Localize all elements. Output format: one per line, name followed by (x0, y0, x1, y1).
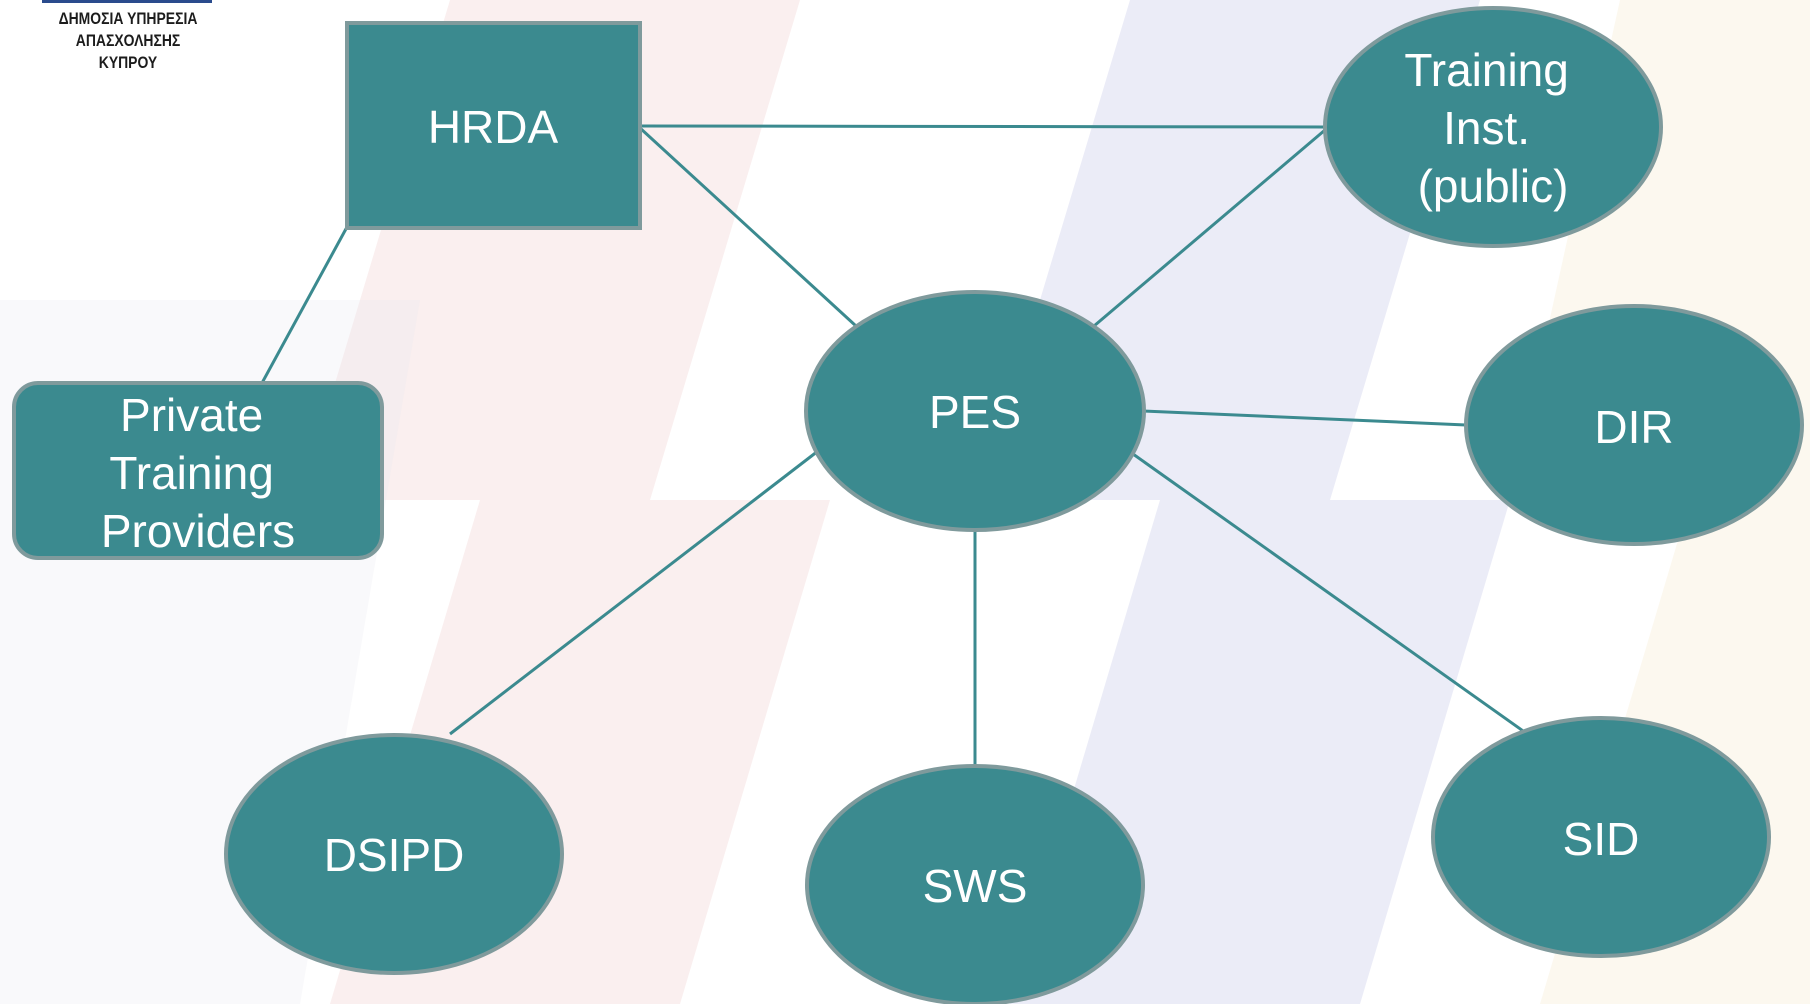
node-training-label: Training Inst. (public) (1404, 44, 1581, 212)
organization-logo-text: ΔΗΜΟΣΙΑ ΥΠΗΡΕΣΙΑ ΑΠΑΣΧΟΛΗΣΗΣ ΚΥΠΡΟΥ (28, 8, 228, 74)
bg-stripe-yellow (1510, 0, 1810, 1004)
node-training-inst-public: Training Inst. (public) (1323, 6, 1663, 248)
node-pes-shape (804, 290, 1146, 532)
node-sid: SID (1431, 716, 1771, 958)
edge-pes-training (1093, 128, 1326, 328)
node-training-line-1: Training (1404, 44, 1568, 96)
node-training-line-2: Inst. (1443, 102, 1530, 154)
node-dir-shape (1464, 304, 1804, 546)
node-training-shape (1323, 6, 1663, 248)
edge-pes-dsipd (449, 449, 819, 736)
node-dir-label: DIR (1594, 401, 1673, 453)
node-dsipd-shape (224, 733, 564, 975)
node-training-line-3: (public) (1418, 160, 1569, 212)
edge-pes-sid (1132, 452, 1527, 735)
node-sws: SWS (805, 764, 1145, 1004)
node-pes-label: PES (929, 386, 1021, 438)
edge-hrda-pes (638, 126, 858, 328)
node-hrda: HRDA (345, 21, 642, 230)
node-hrda-shape (345, 21, 642, 230)
node-dsipd: DSIPD (224, 733, 564, 975)
edge-hrda-private (260, 226, 349, 384)
node-private-label: Private Training Providers (101, 389, 295, 557)
node-sid-shape (1431, 716, 1771, 958)
node-pes: PES (804, 290, 1146, 532)
node-private-training-providers: Private Training Providers (12, 381, 384, 560)
edges (260, 124, 1527, 766)
node-sws-label: SWS (923, 860, 1028, 912)
logo-line-2: ΑΠΑΣΧΟΛΗΣΗΣ ΚΥΠΡΟΥ (75, 31, 181, 72)
node-sws-shape (805, 764, 1145, 1004)
node-private-line-2: Training (109, 447, 273, 499)
node-hrda-label: HRDA (428, 101, 559, 153)
node-sid-label: SID (1563, 813, 1640, 865)
node-private-line-1: Private (120, 389, 263, 441)
node-private-line-3: Providers (101, 505, 295, 557)
node-dsipd-label: DSIPD (324, 829, 465, 881)
node-dir: DIR (1464, 304, 1804, 546)
edge-hrda-training (639, 124, 1326, 129)
bg-stripe-blue (980, 0, 1510, 1004)
logo-line-1: ΔΗΜΟΣΙΑ ΥΠΗΡΕΣΙΑ (58, 9, 198, 28)
edge-pes-dir (1142, 409, 1467, 427)
logo-bar (42, 0, 212, 3)
node-private-shape (12, 381, 384, 560)
